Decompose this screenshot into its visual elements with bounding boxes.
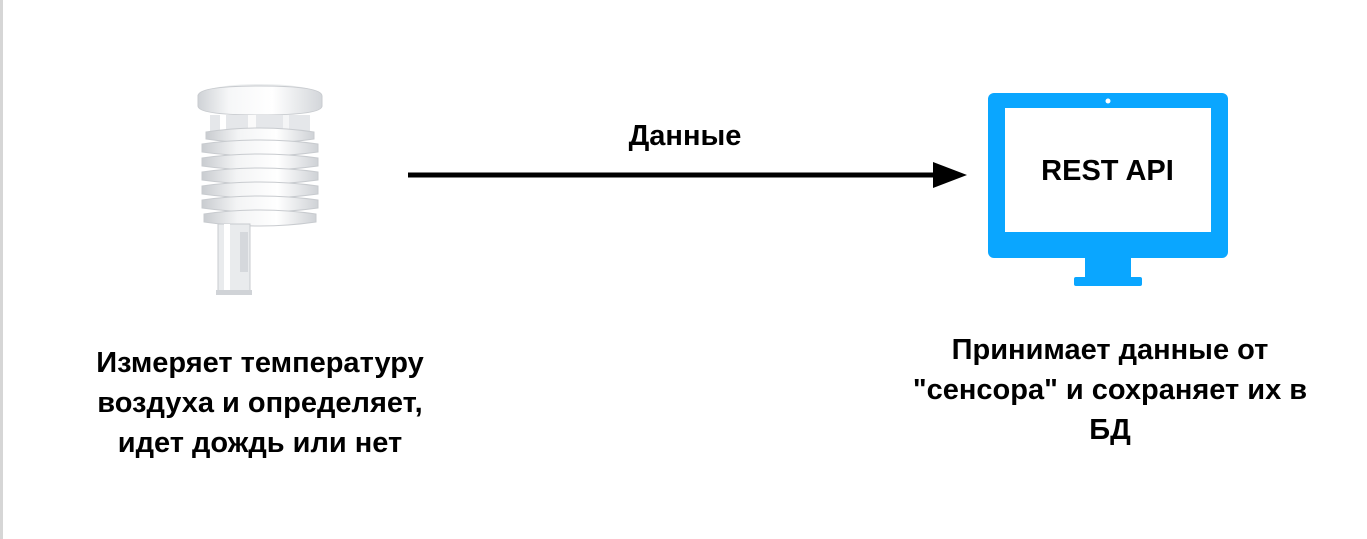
arrow-label: Данные	[628, 120, 742, 152]
server-caption: Принимает данные от "сенсора" и сохраняе…	[912, 334, 1308, 446]
monitor-icon	[988, 93, 1228, 286]
weather-sensor-icon	[197, 84, 323, 295]
sensor-caption: Измеряет температуру воздуха и определяе…	[96, 347, 424, 459]
server-label: REST API	[1041, 155, 1174, 187]
data-flow-arrow	[408, 162, 967, 188]
left-border	[0, 0, 3, 539]
